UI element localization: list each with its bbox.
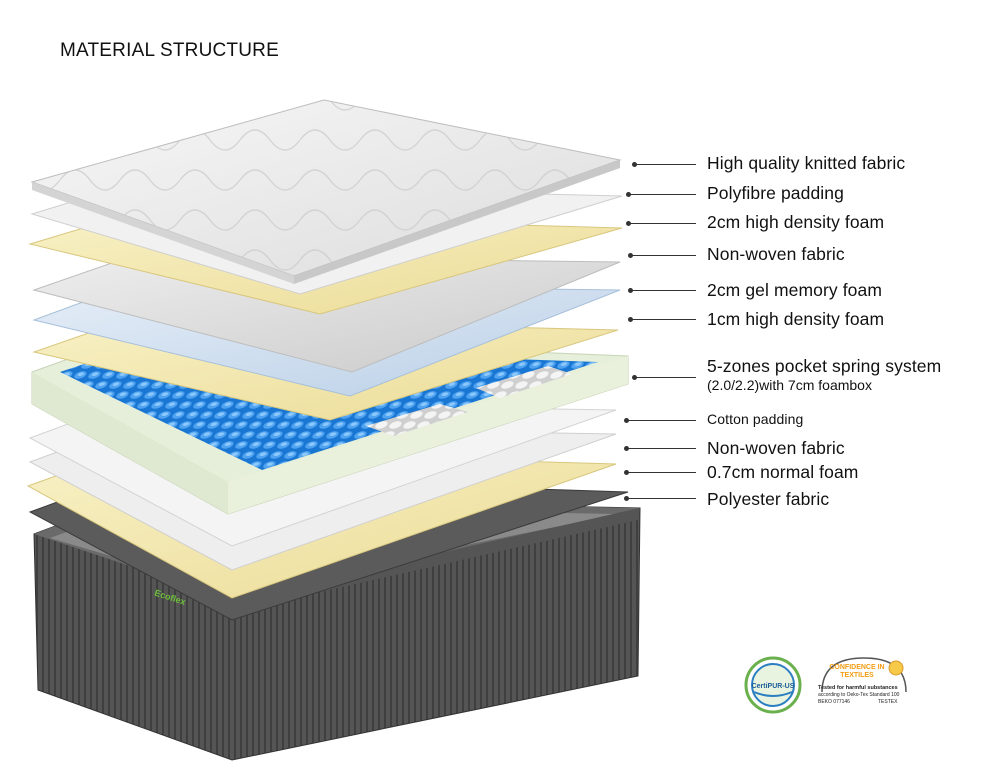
- label-polyfibre-padding: Polyfibre padding: [707, 183, 844, 203]
- oeko-tex-title: CONFIDENCE IN TEXTILES: [829, 664, 885, 679]
- leader-line: [626, 192, 696, 197]
- oeko-tex-code: BEKO 077146: [818, 699, 850, 705]
- leader-line: [632, 375, 696, 380]
- label-gel-memory-foam: 2cm gel memory foam: [707, 280, 883, 300]
- leader-line: [626, 221, 696, 226]
- label-high-density-foam-2cm: 2cm high density foam: [707, 212, 885, 232]
- oeko-tex-lab: TESTEX: [878, 699, 898, 705]
- label-pocket-spring-detail: (2.0/2.2)with 7cm foambox: [707, 377, 872, 393]
- label-knitted-fabric: High quality knitted fabric: [707, 153, 906, 173]
- oeko-tex-frame: [821, 657, 907, 693]
- label-normal-foam: 0.7cm normal foam: [707, 462, 859, 482]
- leader-line: [628, 253, 696, 258]
- oeko-tex-tested: Tested for harmful substances: [818, 685, 898, 691]
- leader-line: [624, 418, 696, 423]
- layer-knitted-fabric: [30, 99, 622, 284]
- page-title: MATERIAL STRUCTURE: [60, 40, 279, 61]
- certipur-text: CertiPUR-US: [752, 683, 795, 690]
- certipur-badge: CertiPUR-US: [744, 656, 802, 714]
- label-non-woven-fabric-upper: Non-woven fabric: [707, 244, 845, 264]
- label-pocket-spring-system: 5-zones pocket spring system: [707, 356, 942, 376]
- label-high-density-foam-1cm: 1cm high density foam: [707, 309, 885, 329]
- label-non-woven-fabric-lower: Non-woven fabric: [707, 438, 845, 458]
- oeko-tex-standard: according to Oeko-Tex Standard 100: [818, 692, 900, 698]
- leader-line: [624, 446, 696, 451]
- leader-line: [624, 470, 696, 475]
- leader-line: [632, 162, 696, 167]
- layer-non-woven-fabric-upper: [32, 255, 621, 373]
- oeko-tex-badge: CONFIDENCE IN TEXTILES Tested for harmfu…: [816, 652, 912, 714]
- leader-line: [624, 496, 696, 501]
- label-polyester-fabric: Polyester fabric: [707, 489, 830, 509]
- leader-line: [628, 317, 696, 322]
- leader-line: [628, 288, 696, 293]
- label-cotton-padding: Cotton padding: [707, 411, 804, 427]
